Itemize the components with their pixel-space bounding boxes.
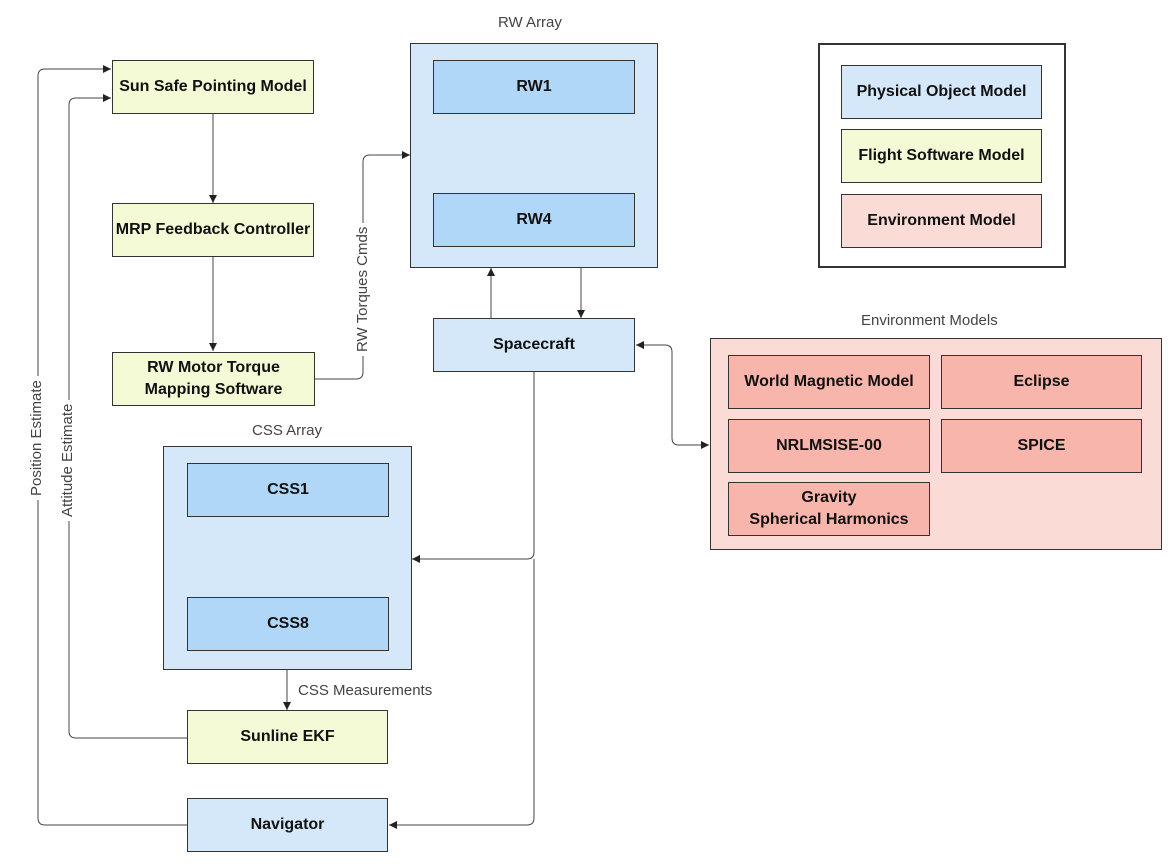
- environment-models-title: Environment Models: [861, 312, 998, 329]
- edge-spacecraft-cssarray: [412, 372, 535, 563]
- nrlmsise-block[interactable]: NRLMSISE-00: [728, 419, 930, 473]
- rw-motor-torque-mapping[interactable]: RW Motor Torque Mapping Software: [112, 352, 315, 406]
- world-magnetic-model-block[interactable]: World Magnetic Model: [728, 355, 930, 409]
- edge-spacecraft-navigator: [389, 559, 535, 829]
- legend-physical-object-model: Physical Object Model: [841, 65, 1042, 119]
- rw-array-title: RW Array: [498, 14, 562, 31]
- sunline-ekf[interactable]: Sunline EKF: [187, 710, 388, 764]
- css-measurements-label: CSS Measurements: [298, 682, 433, 699]
- legend-environment-model: Environment Model: [841, 194, 1042, 248]
- position-estimate-label: Position Estimate: [28, 376, 45, 500]
- rw-torques-cmds-label: RW Torques Cmds: [354, 222, 371, 356]
- rw4-block[interactable]: RW4: [433, 193, 635, 247]
- legend-flight-software-model: Flight Software Model: [841, 129, 1042, 183]
- eclipse-block[interactable]: Eclipse: [941, 355, 1142, 409]
- navigator-block[interactable]: Navigator: [187, 798, 388, 852]
- attitude-estimate-label: Attitude Estimate: [59, 399, 76, 521]
- mrp-feedback-controller[interactable]: MRP Feedback Controller: [112, 203, 314, 257]
- css-array-title: CSS Array: [252, 422, 323, 439]
- spacecraft-block[interactable]: Spacecraft: [433, 318, 635, 372]
- css1-block[interactable]: CSS1: [187, 463, 389, 517]
- edge-spacecraft-environment: [636, 341, 709, 449]
- rw1-block[interactable]: RW1: [433, 60, 635, 114]
- gravity-spherical-harmonics-block[interactable]: Gravity Spherical Harmonics: [728, 482, 930, 536]
- sun-safe-pointing-model[interactable]: Sun Safe Pointing Model: [112, 60, 314, 114]
- spice-block[interactable]: SPICE: [941, 419, 1142, 473]
- css8-block[interactable]: CSS8: [187, 597, 389, 651]
